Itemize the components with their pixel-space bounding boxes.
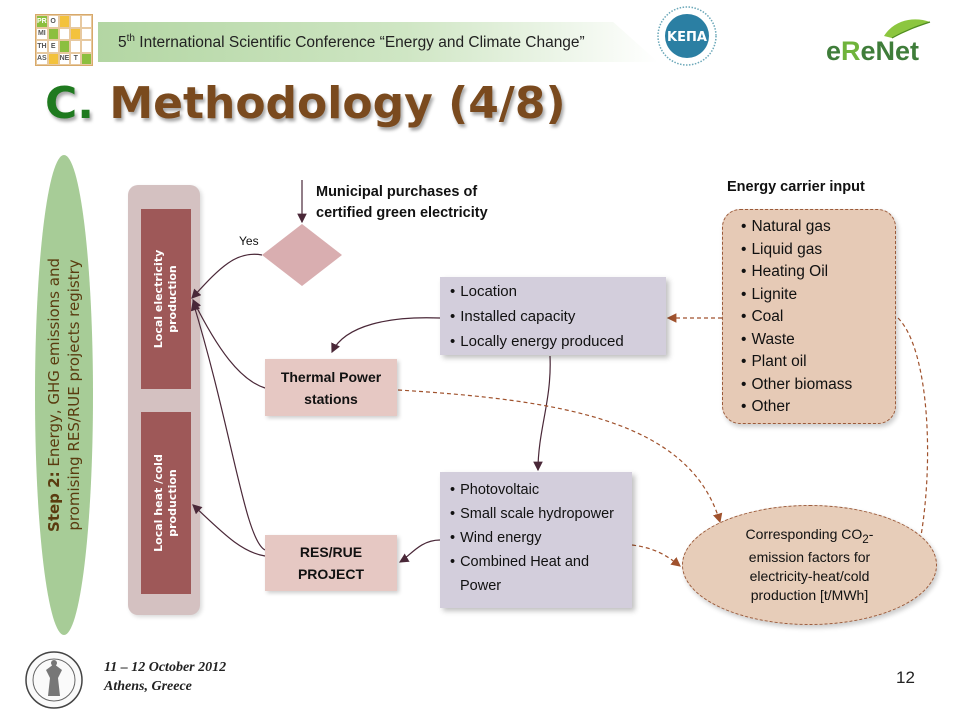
- logo-cell: MI: [36, 27, 48, 40]
- logo-cell: [70, 15, 82, 28]
- kepa-label: ΚΕΠΑ: [667, 30, 707, 45]
- energy-carrier-heading: Energy carrier input: [727, 179, 865, 195]
- res-types-box: Photovoltaic Small scale hydropower Wind…: [440, 472, 632, 608]
- list-item: Coal: [741, 306, 895, 329]
- logo-cell: AS: [36, 52, 48, 65]
- logo-cell: [70, 40, 82, 53]
- decision-diamond: [262, 224, 342, 286]
- list-item: Waste: [741, 329, 895, 352]
- logo-cell: [81, 27, 92, 40]
- logo-cell: NE: [58, 52, 71, 65]
- logo-cell: [47, 52, 59, 65]
- yes-label: Yes: [239, 234, 259, 248]
- logo-cell: [81, 40, 92, 53]
- list-item: Other: [741, 396, 895, 419]
- kepa-logo: ΚΕΠΑ: [657, 6, 717, 66]
- logo-cell: [70, 27, 82, 40]
- erenet-leaf-icon: [884, 19, 931, 39]
- list-item: Lignite: [741, 284, 895, 307]
- emission-factors-oval: Corresponding CO2- emission factors for …: [682, 505, 937, 625]
- logo-cell: T: [70, 52, 82, 65]
- list-item: Locally energy produced: [450, 329, 656, 354]
- slide-title: C. Methodology (4/8): [45, 78, 566, 129]
- logo-cell: E: [47, 40, 59, 53]
- list-item: Combined Heat and Power: [450, 550, 628, 598]
- logo-cell: [58, 40, 71, 53]
- logo-cell: [81, 15, 92, 28]
- list-item: Small scale hydropower: [450, 502, 628, 526]
- logo-cell: [81, 52, 92, 65]
- page-number: 12: [896, 668, 915, 687]
- logo-cell: [58, 15, 71, 28]
- logo-cell: TH: [36, 40, 48, 53]
- list-item: Photovoltaic: [450, 478, 628, 502]
- list-item: Plant oil: [741, 351, 895, 374]
- energy-carrier-box: Natural gas Liquid gas Heating Oil Ligni…: [722, 209, 896, 424]
- list-item: Wind energy: [450, 526, 628, 550]
- university-seal-icon: [25, 651, 83, 709]
- list-item: Location: [450, 279, 656, 304]
- list-item: Installed capacity: [450, 304, 656, 329]
- logo-cell: PR: [36, 15, 48, 28]
- step-oval: [35, 155, 93, 635]
- conference-title: 5th International Scientific Conference …: [118, 33, 585, 52]
- list-item: Heating Oil: [741, 261, 895, 284]
- plant-info-box: Location Installed capacity Locally ener…: [440, 277, 666, 355]
- logo-cell: [47, 27, 59, 40]
- list-item: Liquid gas: [741, 239, 895, 262]
- logo-cell: [58, 27, 71, 40]
- conference-banner: [98, 22, 658, 62]
- erenet-logo: eReNet: [826, 36, 920, 66]
- logo-cell: O: [47, 15, 59, 28]
- list-item: Natural gas: [741, 216, 895, 239]
- list-item: Other biomass: [741, 374, 895, 397]
- promithea-logo: PR O MI TH E AS NE T: [35, 14, 93, 66]
